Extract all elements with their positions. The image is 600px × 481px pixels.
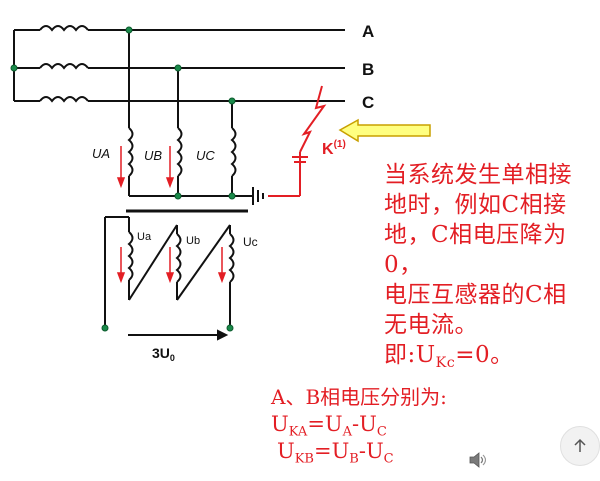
note-line: 地，C相电压降为0， (384, 222, 567, 278)
formula-ukb: UKB=UB-UC (277, 439, 394, 467)
explanation-note: 当系统发生单相接 地时，例如C相接 地，C相电压降为0， 电压互感器的C相 无电… (384, 160, 600, 370)
coil-uc-label: UC (196, 148, 215, 163)
coil-uc-secondary-label: Uc (243, 235, 258, 249)
open-delta-label: 3U0 (152, 345, 175, 363)
speaker-icon[interactable] (468, 451, 486, 469)
coil-ua-secondary-label: Ua (137, 231, 152, 243)
coil-ub-label: UB (144, 148, 162, 163)
fault-label: K(1) (322, 139, 346, 158)
coil-ub-secondary-label: Ub (186, 235, 200, 247)
voltage-formulas: A、B相电压分别为: UKA=UA-UC UKB=UB-UC (271, 384, 447, 467)
note-line: 地时，例如C相接 (384, 192, 567, 218)
note-line: 无电流。即:UKc=0。 (384, 312, 514, 371)
phase-b-label: B (362, 60, 374, 79)
note-line: 当系统发生单相接 (384, 162, 572, 188)
yellow-arrow-icon (338, 118, 431, 143)
phase-c-label: C (362, 93, 374, 112)
formula-uka: UKA=UA-UC (271, 412, 387, 440)
coil-ua-label: UA (92, 146, 110, 161)
formula-heading: A、B相电压分别为: (271, 385, 447, 409)
scroll-to-top-button[interactable] (560, 426, 600, 466)
phase-a-label: A (362, 22, 374, 41)
note-line: 电压互感器的C相 (384, 282, 567, 308)
arrow-up-icon (574, 438, 586, 452)
